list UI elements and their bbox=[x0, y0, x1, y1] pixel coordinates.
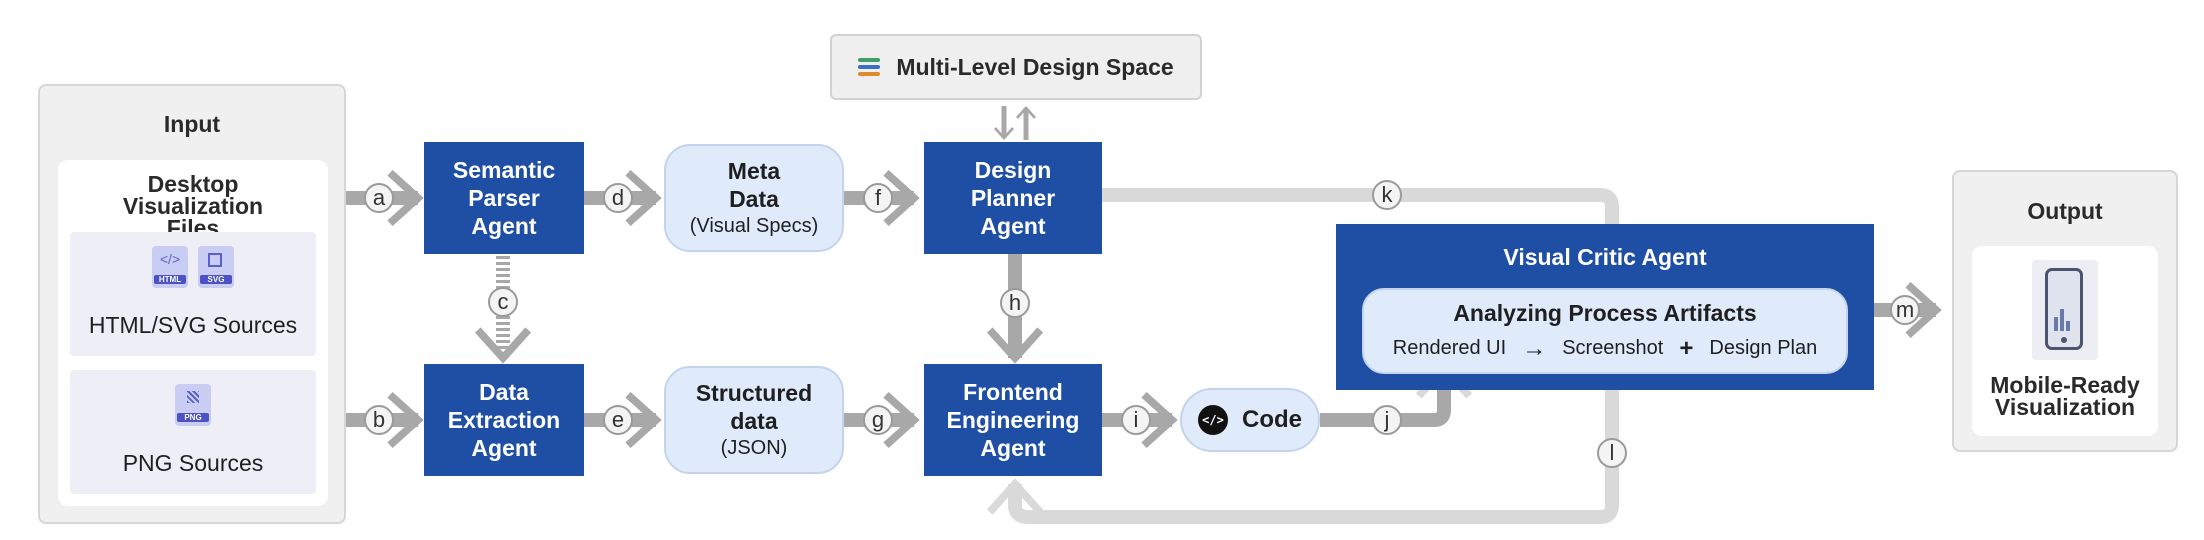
plus-icon: + bbox=[1679, 334, 1694, 362]
output-card: Mobile-Ready Visualization bbox=[1972, 246, 2158, 436]
design-plan-label: Design Plan bbox=[1709, 337, 1818, 359]
frontend-engineering-agent: Frontend Engineering Agent bbox=[924, 364, 1102, 476]
design-planner-label: Design Planner Agent bbox=[970, 157, 1056, 239]
png-file-icon: PNG bbox=[175, 384, 211, 426]
arrow-right-icon: → bbox=[1522, 334, 1547, 362]
visual-critic-agent: Visual Critic Agent Analyzing Process Ar… bbox=[1336, 224, 1874, 390]
edge-label-f: f bbox=[863, 183, 893, 213]
arrow-j bbox=[1320, 362, 1473, 427]
mobile-chart-icon bbox=[2032, 260, 2098, 360]
frontend-engineering-label: Frontend Engineering Agent bbox=[946, 379, 1080, 461]
layers-icon bbox=[858, 58, 881, 76]
semantic-parser-label: Semantic Parser Agent bbox=[452, 157, 556, 239]
input-panel: Input Desktop Visualization Files </> HT… bbox=[38, 84, 346, 524]
output-label: Mobile-Ready Visualization bbox=[1990, 372, 2140, 420]
design-space-label: Multi-Level Design Space bbox=[896, 53, 1174, 80]
html-file-icon: </> HTML bbox=[152, 246, 188, 288]
input-title: Input bbox=[163, 111, 221, 137]
output-title: Output bbox=[2027, 198, 2103, 224]
edge-label-a: a bbox=[364, 183, 394, 213]
meta-data-node: Meta Data (Visual Specs) bbox=[664, 144, 844, 252]
code-node: </> Code bbox=[1180, 388, 1320, 452]
meta-data-title: Meta Data bbox=[727, 158, 781, 212]
code-icon: </> bbox=[1198, 405, 1228, 435]
png-sources-label: PNG Sources bbox=[122, 450, 264, 476]
screenshot-label: Screenshot bbox=[1562, 337, 1664, 359]
output-panel: Output Mobile-Ready Visualization bbox=[1952, 170, 2178, 452]
edge-label-g: g bbox=[863, 405, 893, 435]
html-svg-icons: </> HTML SVG bbox=[152, 246, 234, 288]
process-artifacts-box: Analyzing Process Artifacts Rendered UI … bbox=[1362, 288, 1848, 374]
arrow-l bbox=[986, 388, 1619, 524]
design-space-box: Multi-Level Design Space bbox=[830, 34, 1202, 100]
data-extraction-label: Data Extraction Agent bbox=[447, 379, 561, 461]
visual-critic-title: Visual Critic Agent bbox=[1503, 244, 1707, 270]
artifacts-row: Rendered UI → Screenshot + Design Plan bbox=[1393, 335, 1817, 363]
html-svg-sources-card: </> HTML SVG HTML/SVG Sources bbox=[70, 232, 316, 356]
edge-label-j: j bbox=[1372, 405, 1402, 435]
structured-data-subtitle: (JSON) bbox=[720, 437, 788, 459]
rendered-ui-label: Rendered UI bbox=[1392, 337, 1507, 359]
edge-label-c: c bbox=[488, 287, 518, 317]
artifacts-title: Analyzing Process Artifacts bbox=[1453, 299, 1757, 326]
edge-label-b: b bbox=[364, 405, 394, 435]
code-label: Code bbox=[1242, 406, 1302, 433]
png-sources-card: PNG PNG Sources bbox=[70, 370, 316, 494]
svg-file-icon: SVG bbox=[198, 246, 234, 288]
desktop-files-card: Desktop Visualization Files </> HTML SVG… bbox=[58, 160, 328, 506]
structured-data-title: Structured data bbox=[695, 380, 813, 434]
meta-data-subtitle: (Visual Specs) bbox=[689, 215, 819, 237]
edge-label-h: h bbox=[1000, 288, 1030, 318]
edge-label-d: d bbox=[603, 183, 633, 213]
edge-label-k: k bbox=[1372, 180, 1402, 210]
arrow-k bbox=[1102, 188, 1619, 224]
edge-label-l: l bbox=[1597, 438, 1627, 468]
design-planner-agent: Design Planner Agent bbox=[924, 142, 1102, 254]
data-extraction-agent: Data Extraction Agent bbox=[424, 364, 584, 476]
semantic-parser-agent: Semantic Parser Agent bbox=[424, 142, 584, 254]
edge-label-m: m bbox=[1890, 295, 1920, 325]
edge-label-i: i bbox=[1121, 405, 1151, 435]
structured-data-node: Structured data (JSON) bbox=[664, 366, 844, 474]
edge-label-e: e bbox=[603, 405, 633, 435]
html-svg-sources-label: HTML/SVG Sources bbox=[88, 312, 298, 338]
desktop-files-title: Desktop Visualization Files bbox=[122, 171, 264, 241]
